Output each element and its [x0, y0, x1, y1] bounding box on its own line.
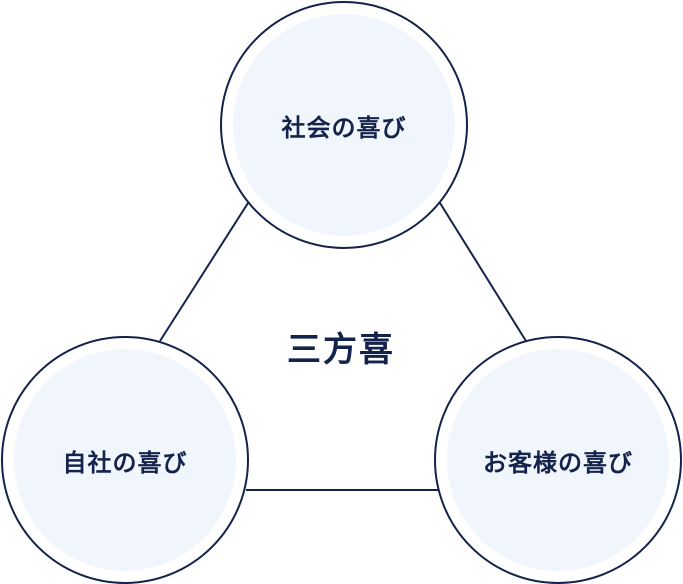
node-company-joy-label: 自社の喜び — [62, 448, 188, 477]
node-company-joy-fill: 自社の喜び — [14, 349, 236, 571]
node-customer-joy-fill: お客様の喜び — [447, 349, 669, 571]
connector-top-left — [159, 202, 249, 342]
node-customer-joy-label: お客様の喜び — [483, 448, 633, 477]
node-social-joy-label: 社会の喜び — [281, 113, 407, 142]
node-social-joy-fill: 社会の喜び — [233, 14, 455, 236]
node-customer-joy: お客様の喜び — [434, 336, 682, 584]
connector-top-right — [439, 202, 527, 342]
node-social-joy: 社会の喜び — [220, 1, 468, 249]
node-company-joy: 自社の喜び — [1, 336, 249, 584]
center-label: 三方喜 — [287, 330, 395, 370]
